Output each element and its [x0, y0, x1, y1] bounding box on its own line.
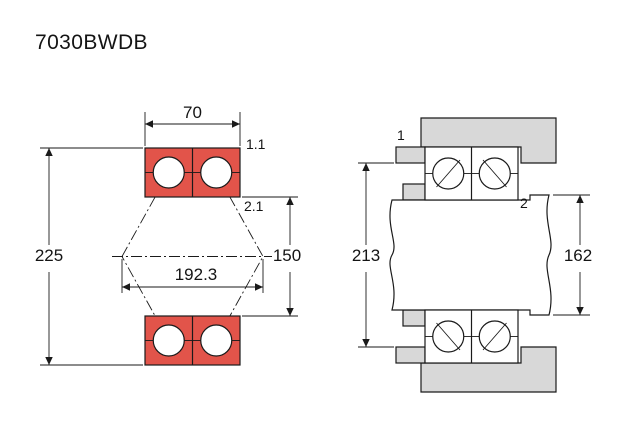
raceway-lines-right [425, 147, 518, 363]
dimension-outer-diameter: 225 [35, 147, 143, 366]
spacer-outer-top [395, 146, 426, 164]
shaft [389, 194, 552, 316]
raceway-lines [145, 148, 240, 365]
dimension-load-center-value: 192.3 [175, 265, 218, 284]
dimension-outer-diameter-value: 225 [35, 246, 63, 265]
spacer-outer-bottom [395, 346, 426, 364]
dimension-bore-value: 150 [273, 246, 301, 265]
dimension-load-center-distance: 192.3 [121, 259, 264, 293]
bearing-ball [200, 324, 233, 357]
dimension-housing-abutment-value: 213 [352, 246, 380, 265]
chamfer-outer-label: 1.1 [246, 136, 266, 152]
spacer-inner-top [402, 183, 426, 201]
left-figure-cross-section: 70 1.1 2.1 225 150 192.3 [35, 103, 301, 366]
dimension-width: 70 [144, 103, 241, 146]
page-title: 7030BWDB [35, 31, 148, 54]
bearing-ball [152, 156, 185, 189]
note-label-2: 2 [520, 195, 528, 211]
bearing-ball [152, 324, 185, 357]
bearing-balls [152, 156, 233, 357]
contact-angle-marks [436, 159, 507, 351]
dimension-shaft-abutment-value: 162 [564, 246, 592, 265]
spacer-inner-bottom [402, 309, 426, 327]
bearing-ball [200, 156, 233, 189]
dimension-bore-diameter: 150 [242, 196, 301, 317]
dimension-shaft-abutment: 162 [553, 194, 592, 316]
dimension-width-value: 70 [183, 103, 202, 122]
note-label-1: 1 [397, 127, 405, 143]
chamfer-inner-label: 2.1 [244, 198, 264, 214]
right-figure-mounting: 1 2 213 162 [352, 117, 592, 393]
dimension-housing-abutment: 213 [352, 162, 394, 348]
